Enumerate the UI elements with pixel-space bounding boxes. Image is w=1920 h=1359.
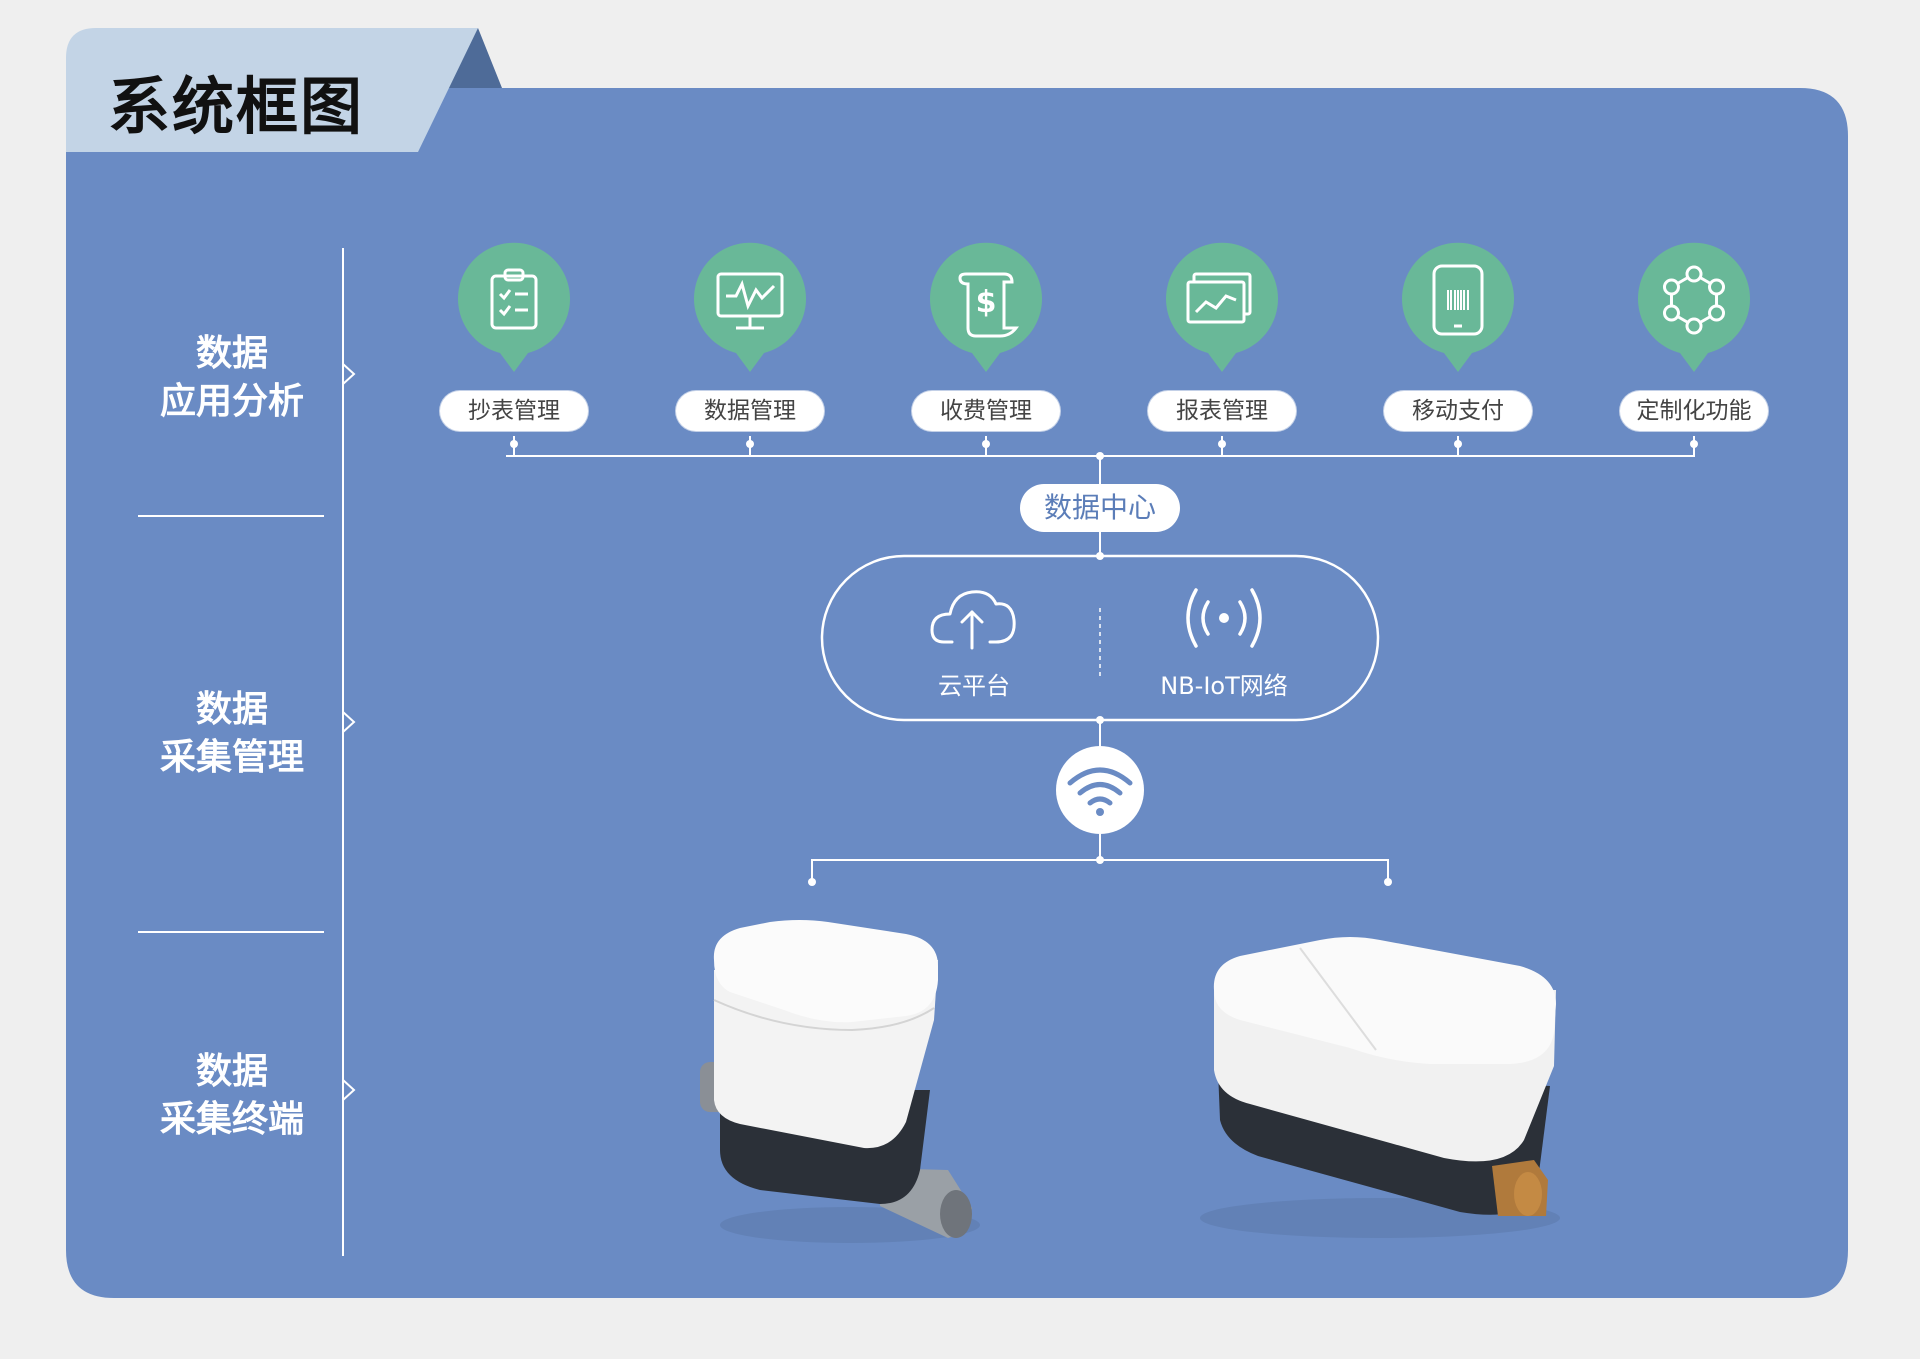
water-meter-vertical [700, 920, 980, 1243]
level-label-line2: 采集终端 [159, 1099, 304, 1140]
svg-text:$: $ [976, 285, 997, 320]
network-nodes-icon [1662, 265, 1726, 335]
monitor-chart-icon [716, 272, 784, 330]
level-label-line1: 数据 [195, 1051, 268, 1092]
app-icon-bubble[interactable] [930, 242, 1042, 372]
wifi-icon [1067, 767, 1133, 816]
app-icon-row: $ [458, 242, 1751, 372]
app-icon-bubble[interactable] [458, 242, 570, 372]
app-drop-dot [1218, 440, 1226, 448]
dollar-scroll-icon: $ [958, 272, 1020, 338]
level-label-line1: 数据 [195, 333, 268, 374]
data-center-label: 数据中心 [1020, 484, 1180, 532]
bus-junction-dot [1096, 452, 1104, 460]
app-drop-dot [982, 440, 990, 448]
level-label-terminal: 数据 采集终端 [132, 1048, 332, 1144]
level-label-management: 数据 采集管理 [132, 686, 332, 782]
app-drop-dot [1454, 440, 1462, 448]
level-axis-arrow-1 [342, 363, 356, 385]
device-left-dot [808, 878, 816, 886]
cloud-upload-icon [930, 590, 1016, 650]
app-pill-reports[interactable]: 报表管理 [1148, 391, 1296, 431]
meter-left-lid [713, 920, 938, 1023]
level-label-line1: 数据 [195, 689, 268, 730]
app-pill-billing[interactable]: 收费管理 [912, 391, 1060, 431]
level-label-line2: 采集管理 [159, 737, 304, 778]
app-pill-customization[interactable]: 定制化功能 [1620, 391, 1768, 431]
phone-barcode-icon [1432, 264, 1484, 336]
app-drop-dot [510, 440, 518, 448]
app-drop-lines [510, 436, 1698, 456]
nbiot-network-label: NB-IoT网络 [1160, 672, 1288, 700]
checklist-clipboard-icon [490, 268, 538, 330]
report-chart-icon [1186, 272, 1252, 324]
level-label-line2: 应用分析 [159, 381, 304, 422]
cloud-platform-label: 云平台 [938, 672, 1010, 700]
wifi-circle [1056, 746, 1144, 834]
network-bottom-dot [1096, 716, 1104, 724]
title-tab [66, 28, 478, 152]
app-drop-dot [746, 440, 754, 448]
wireless-signal-icon [1186, 588, 1262, 648]
app-pill-mobile-payment[interactable]: 移动支付 [1384, 391, 1532, 431]
app-icon-bubble[interactable] [1638, 242, 1751, 372]
device-branch-dot [1096, 856, 1104, 864]
page-title: 系统框图 [108, 70, 365, 143]
meter-right-lid [1213, 937, 1556, 1064]
device-right-dot [1384, 878, 1392, 886]
app-pill-meter-reading[interactable]: 抄表管理 [440, 391, 588, 431]
water-meter-horizontal [1200, 937, 1560, 1238]
level-axis-arrow-2 [342, 711, 356, 733]
level-label-application: 数据 应用分析 [132, 330, 332, 426]
app-drop-dot [1690, 440, 1698, 448]
level-axis-arrow-3 [342, 1079, 356, 1101]
app-pill-data-management[interactable]: 数据管理 [676, 391, 824, 431]
